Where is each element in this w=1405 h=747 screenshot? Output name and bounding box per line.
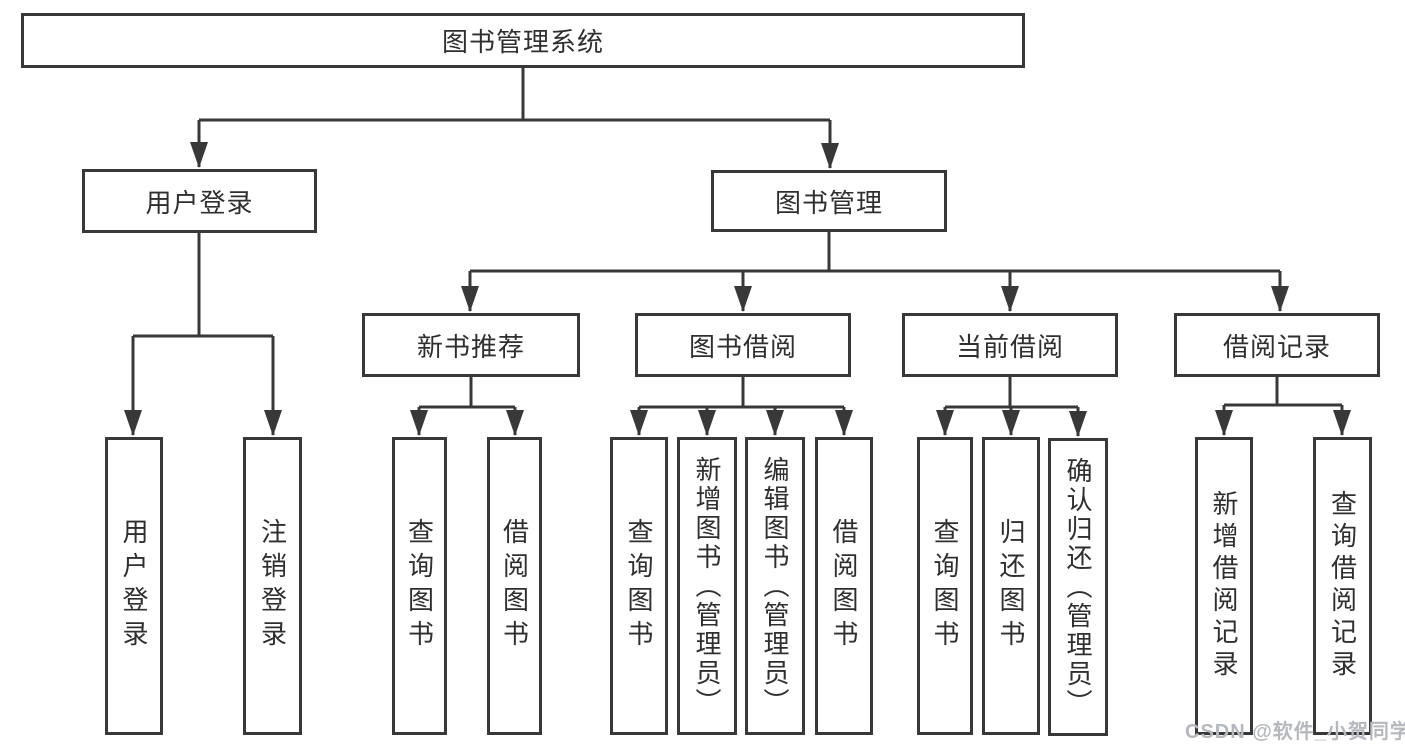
connector-records-branch: [1215, 377, 1351, 436]
node-current-return-books-label: 归还图书: [996, 518, 1026, 654]
connector-root-to-level2: [190, 68, 839, 169]
node-leaf-user-login: 用户登录: [105, 437, 163, 735]
connector-borrowing-branch: [630, 377, 853, 436]
node-library-system: 图书管理系统: [21, 13, 1025, 68]
node-records-query-record: 查询借阅记录: [1313, 437, 1372, 735]
node-borrowing-add-books-admin: 新增图书（管理员）: [677, 437, 737, 735]
connector-book-management-branch: [461, 232, 1289, 312]
node-current-return-books: 归还图书: [982, 437, 1040, 735]
node-current-confirm-return-admin: 确认归还（管理员）: [1048, 438, 1108, 736]
node-borrowing-borrow-books-label: 借阅图书: [829, 518, 859, 654]
node-newbook-query-books-label: 查询图书: [404, 518, 435, 654]
node-library-system-label: 图书管理系统: [441, 27, 604, 57]
node-book-management-label: 图书管理: [774, 187, 883, 218]
node-newbook-borrow-books: 借阅图书: [487, 437, 542, 735]
node-user-login: 用户登录: [82, 169, 317, 233]
node-current-confirm-return-admin-label: 确认归还（管理员）: [1063, 456, 1093, 718]
node-borrowing-query-books: 查询图书: [610, 437, 668, 735]
node-current-query-books: 查询图书: [917, 437, 973, 735]
node-book-borrowing: 图书借阅: [635, 313, 851, 377]
node-book-management: 图书管理: [711, 170, 947, 232]
node-borrowing-records: 借阅记录: [1174, 313, 1380, 377]
connector-current-branch: [936, 377, 1087, 437]
node-newbook-query-books: 查询图书: [392, 437, 447, 735]
node-current-borrowing-label: 当前借阅: [955, 331, 1064, 362]
node-newbook-borrow-books-label: 借阅图书: [499, 518, 530, 654]
node-current-borrowing: 当前借阅: [902, 313, 1118, 377]
csdn-watermark: CSDN @软件_小贺同学: [1185, 721, 1405, 743]
node-leaf-user-login-label: 用户登录: [119, 518, 149, 654]
node-borrowing-edit-books-admin-label: 编辑图书（管理员）: [760, 455, 790, 717]
node-borrowing-add-books-admin-label: 新增图书（管理员）: [692, 455, 722, 717]
node-new-book-recommend: 新书推荐: [362, 313, 580, 377]
node-new-book-recommend-label: 新书推荐: [416, 331, 525, 362]
node-borrowing-edit-books-admin: 编辑图书（管理员）: [745, 437, 805, 735]
connector-user-login-branch: [124, 233, 282, 436]
node-current-query-books-label: 查询图书: [930, 518, 960, 654]
node-borrowing-records-label: 借阅记录: [1222, 331, 1331, 362]
node-records-add-record: 新增借阅记录: [1195, 437, 1253, 735]
node-leaf-logout: 注销登录: [243, 437, 302, 735]
node-borrowing-query-books-label: 查询图书: [624, 518, 654, 654]
connector-new-book-branch: [410, 377, 524, 436]
node-leaf-logout-label: 注销登录: [257, 518, 288, 654]
node-borrowing-borrow-books: 借阅图书: [815, 437, 873, 735]
node-user-login-label: 用户登录: [145, 187, 254, 218]
node-records-add-record-label: 新增借阅记录: [1209, 490, 1239, 682]
node-records-query-record-label: 查询借阅记录: [1327, 490, 1358, 682]
node-book-borrowing-label: 图书借阅: [688, 331, 797, 362]
